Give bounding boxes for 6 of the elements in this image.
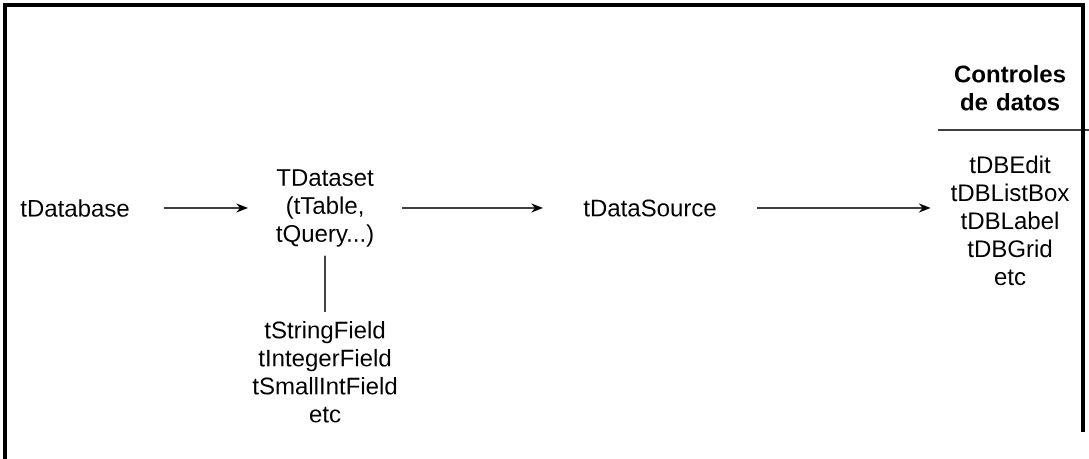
component-list: tStringField tIntegerField tSmallIntField etc: [252, 320, 397, 423]
component-label: TDataset (tTable, tQuery...): [276, 169, 374, 247]
component-label: tDataSource: [583, 199, 716, 217]
component-list: Controles de datos tDBEdit tDBListBox tDBLabel tDBGrid etc: [951, 64, 1070, 286]
connector-line: [324, 254, 326, 313]
component-label: tDatabase: [20, 199, 129, 217]
